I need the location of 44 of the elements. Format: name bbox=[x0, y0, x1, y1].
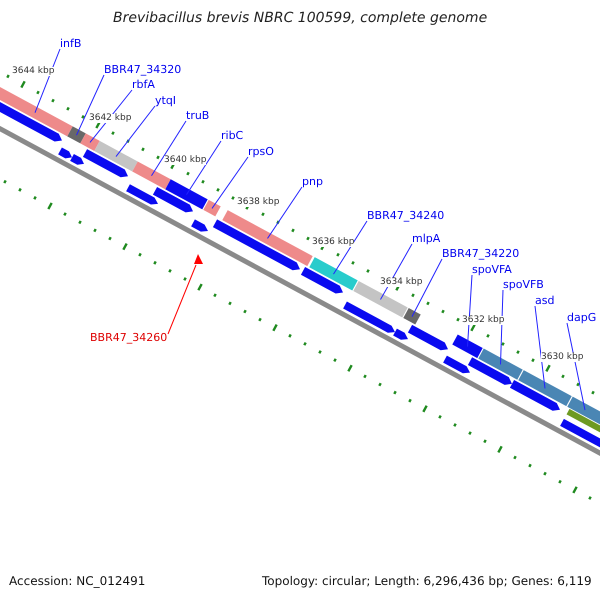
leader-line bbox=[212, 156, 248, 209]
leader-line bbox=[168, 264, 196, 334]
gene-label: rbfA bbox=[132, 78, 155, 90]
gene-label: BBR47_34220 bbox=[442, 248, 520, 258]
scale-label: 3640 kbp bbox=[164, 156, 206, 164]
scale-label: 3634 kbp bbox=[380, 278, 422, 286]
scale-label: 3630 kbp bbox=[541, 352, 584, 362]
leader-line bbox=[534, 306, 546, 389]
gene-label: BBR47_34260 bbox=[90, 332, 168, 342]
leader-line bbox=[151, 120, 186, 176]
gene-feature bbox=[203, 200, 221, 216]
leader-line bbox=[34, 48, 60, 114]
scale-label: 3632 kbp bbox=[462, 316, 504, 324]
diagram-title: Brevibacillus brevis NBRC 100599, complete genome bbox=[113, 11, 488, 25]
leader-line bbox=[76, 74, 104, 136]
scale-label: 3644 kbp bbox=[12, 66, 54, 76]
genome-info-text: Topology: circular; Length: 6,296,436 bp; Genes: 6,119 bbox=[262, 575, 592, 587]
accession-text: Accession: NC_012491 bbox=[9, 575, 146, 587]
gene-label: BBR47_34320 bbox=[104, 64, 182, 74]
gene-label: dapG bbox=[567, 312, 596, 322]
gene-label: rpsO bbox=[248, 146, 274, 156]
leader-line bbox=[116, 106, 156, 158]
leader-line bbox=[467, 274, 472, 348]
leader-line bbox=[333, 220, 368, 275]
leader-line bbox=[267, 186, 302, 239]
gene-label: ytqI bbox=[155, 94, 176, 106]
gene-label: asd bbox=[535, 294, 554, 306]
scale-label: 3636 kbp bbox=[312, 238, 354, 246]
scale-label: 3642 kbp bbox=[89, 114, 132, 122]
gene-label: infB bbox=[60, 38, 82, 48]
gene-feature bbox=[403, 308, 421, 325]
gene-label: BBR47_34240 bbox=[367, 210, 444, 220]
scale-label: 3638 kbp bbox=[237, 198, 280, 206]
gene-feature bbox=[80, 133, 100, 151]
gene-label: spoVFB bbox=[503, 278, 544, 290]
leader-line bbox=[566, 322, 586, 411]
gene-label: truB bbox=[186, 110, 210, 120]
gene-label: pnp bbox=[302, 176, 323, 186]
leader-line bbox=[186, 140, 222, 196]
gene-label: ribC bbox=[221, 130, 244, 140]
leader-line bbox=[500, 290, 504, 365]
position-marker-icon bbox=[194, 254, 203, 264]
gene-label: spoVFA bbox=[472, 264, 512, 274]
gene-label: mlpA bbox=[412, 232, 440, 244]
